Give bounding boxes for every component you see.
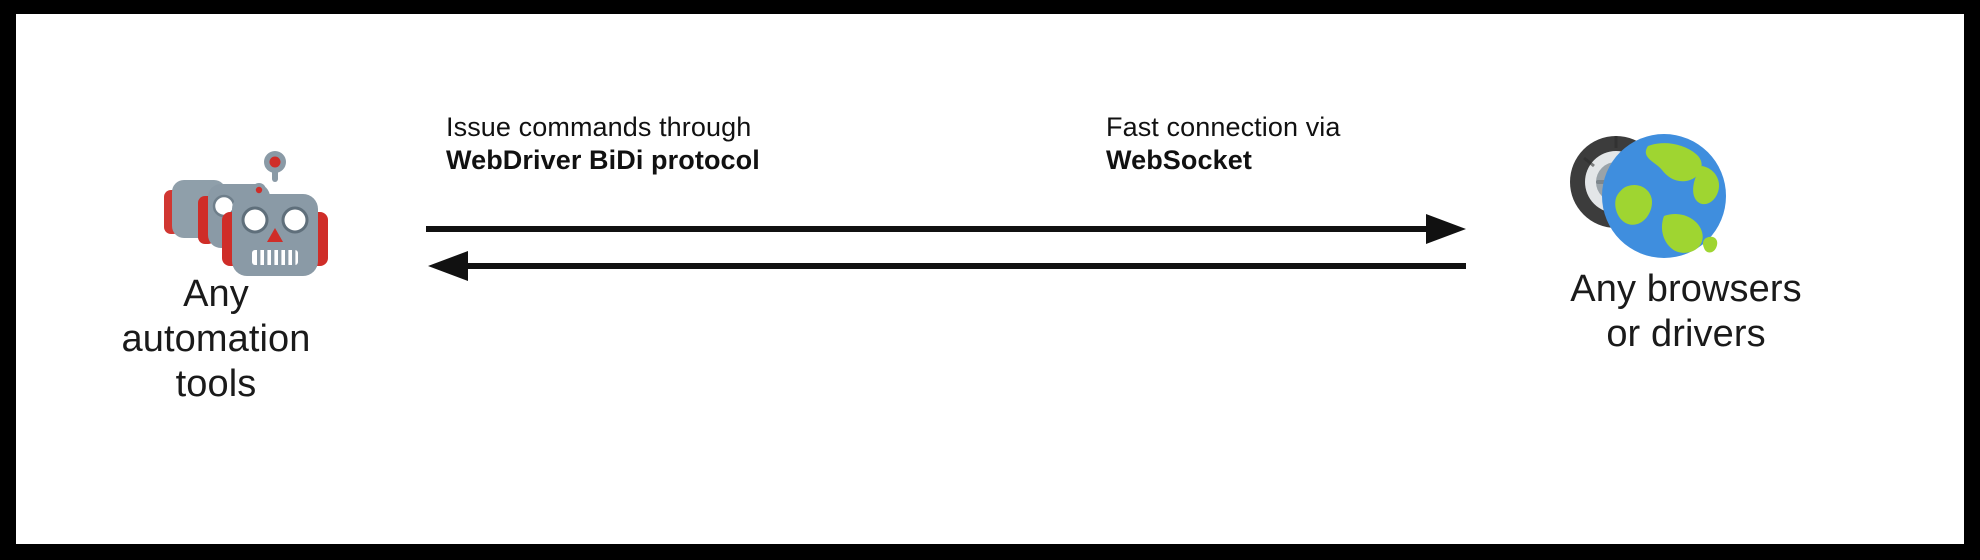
robot-icon (156, 151, 376, 294)
arrow-commands-right (426, 214, 1466, 244)
diagram-canvas: Issue commands through WebDriver BiDi pr… (16, 14, 1964, 544)
link-label-commands-line2: WebDriver BiDi protocol (446, 144, 760, 175)
node-caption-browsers: Any browsers or drivers (1570, 268, 1802, 355)
link-label-transport-line2: WebSocket (1106, 144, 1252, 175)
link-label-commands: Issue commands through WebDriver BiDi pr… (446, 111, 760, 178)
link-label-transport-line1: Fast connection via (1106, 112, 1341, 142)
link-label-commands-line1: Issue commands through (446, 112, 752, 142)
globe-icon (1556, 124, 1746, 284)
node-caption-automation: Any automation tools (121, 273, 311, 405)
link-label-transport: Fast connection via WebSocket (1106, 111, 1341, 178)
arrow-response-left (428, 251, 1466, 281)
